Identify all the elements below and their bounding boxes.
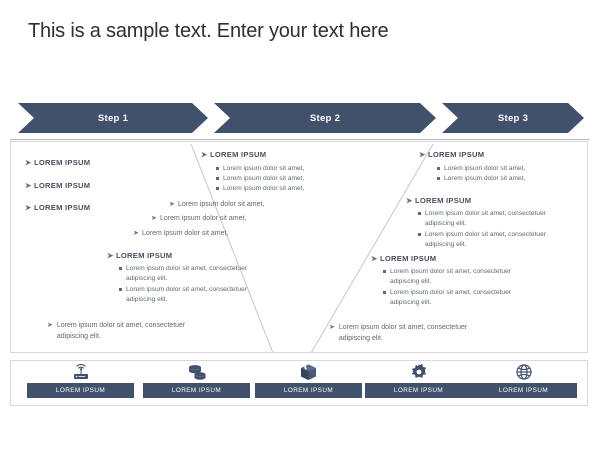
footer-item-2[interactable]: LOREM IPSUM [139, 361, 254, 405]
arrow-bullet-icon: ➤ [25, 203, 32, 212]
block-d-header: ➤LOREM IPSUM [406, 196, 472, 205]
footer-button-2-label: LOREM IPSUM [171, 387, 222, 394]
arrow-bullet-icon: ➤ [25, 181, 32, 190]
square-bullet-icon [216, 167, 219, 171]
stair-line-2: ➤Lorem ipsum dolor sit amet, [151, 215, 247, 222]
step-arrow-1[interactable]: Step 1 [18, 103, 208, 133]
col1-item-3: ➤LOREM IPSUM [25, 203, 91, 212]
globe-icon [466, 362, 581, 382]
square-bullet-icon [418, 212, 421, 216]
square-bullet-icon [437, 177, 440, 181]
block-c-bullet-1: Lorem ipsum dolor sit amet, [437, 164, 525, 174]
footer-button-4-label: LOREM IPSUM [393, 387, 444, 394]
block-e-header: ➤LOREM IPSUM [371, 254, 437, 263]
database-stack-icon [139, 362, 254, 382]
step-arrow-2-label: Step 2 [309, 112, 341, 124]
footer-item-5[interactable]: LOREM IPSUM [466, 361, 581, 405]
footnote-right: ➤Lorem ipsum dolor sit amet, consectetue… [329, 324, 468, 342]
block-b-bullet-2: Lorem ipsum dolor sit amet, consectetuer… [119, 285, 251, 305]
footer-item-3[interactable]: LOREM IPSUM [251, 361, 366, 405]
block-d-bullet-1: Lorem ipsum dolor sit amet, consectetuer… [418, 209, 550, 229]
footer-button-3-label: LOREM IPSUM [283, 387, 334, 394]
footer-icon-strip: LOREM IPSUM LOREM IPSUM [10, 360, 588, 406]
stair-line-1: ➤Lorem ipsum dolor sit amet, [169, 201, 265, 208]
block-a-bullet-3: Lorem ipsum dolor sit amet, [216, 184, 304, 194]
square-bullet-icon [418, 233, 421, 237]
gear-icon [361, 362, 476, 382]
col1-item-2: ➤LOREM IPSUM [25, 181, 91, 190]
square-bullet-icon [216, 187, 219, 191]
arrow-bullet-icon: ➤ [201, 150, 208, 159]
footer-item-1[interactable]: LOREM IPSUM [23, 361, 138, 405]
arrow-bullet-icon: ➤ [25, 158, 32, 167]
step-arrow-2[interactable]: Step 2 [214, 103, 436, 133]
step-arrow-band: Step 1 Step 2 Step 3 [18, 103, 584, 133]
step-arrow-3-label: Step 3 [497, 112, 529, 124]
footer-button-1-label: LOREM IPSUM [55, 387, 106, 394]
col1-item-1: ➤LOREM IPSUM [25, 158, 91, 167]
arrow-bullet-icon: ➤ [371, 254, 378, 263]
footer-button-3[interactable]: LOREM IPSUM [255, 383, 362, 398]
square-bullet-icon [119, 288, 122, 292]
square-bullet-icon [383, 270, 386, 274]
block-c-bullet-2: Lorem ipsum dolor sit amet, [437, 174, 525, 184]
arrow-bullet-icon: ➤ [151, 215, 157, 222]
footer-button-5-label: LOREM IPSUM [498, 387, 549, 394]
arrow-bullet-icon: ➤ [406, 196, 413, 205]
block-a-bullet-2: Lorem ipsum dolor sit amet, [216, 174, 304, 184]
arrow-bullet-icon: ➤ [47, 322, 53, 329]
step-arrow-3[interactable]: Step 3 [442, 103, 584, 133]
content-panel: ➤LOREM IPSUM ➤LOREM IPSUM ➤LOREM IPSUM ➤… [10, 141, 588, 353]
header-divider [10, 139, 590, 140]
block-e-bullet-1: Lorem ipsum dolor sit amet, consectetuer… [383, 267, 515, 287]
arrow-bullet-icon: ➤ [419, 150, 426, 159]
arrow-bullet-icon: ➤ [133, 230, 139, 237]
page-title: This is a sample text. Enter your text h… [28, 20, 389, 42]
stair-line-3: ➤Lorem ipsum dolor sit amet, [133, 230, 229, 237]
package-box-icon [251, 362, 366, 382]
square-bullet-icon [383, 291, 386, 295]
block-d-bullet-2: Lorem ipsum dolor sit amet, consectetuer… [418, 230, 550, 250]
block-b-bullet-1: Lorem ipsum dolor sit amet, consectetuer… [119, 264, 251, 284]
arrow-bullet-icon: ➤ [169, 201, 175, 208]
arrow-bullet-icon: ➤ [107, 251, 114, 260]
footer-button-4[interactable]: LOREM IPSUM [365, 383, 472, 398]
square-bullet-icon [119, 267, 122, 271]
footer-button-1[interactable]: LOREM IPSUM [27, 383, 134, 398]
diagonal-dividers [190, 143, 434, 352]
block-c-header: ➤LOREM IPSUM [419, 150, 485, 159]
wifi-router-icon [23, 362, 138, 382]
square-bullet-icon [437, 167, 440, 171]
square-bullet-icon [216, 177, 219, 181]
block-e-bullet-2: Lorem ipsum dolor sit amet, consectetuer… [383, 288, 515, 308]
footer-button-2[interactable]: LOREM IPSUM [143, 383, 250, 398]
arrow-bullet-icon: ➤ [329, 324, 335, 331]
block-b-header: ➤LOREM IPSUM [107, 251, 173, 260]
block-a-header: ➤LOREM IPSUM [201, 150, 267, 159]
step-arrow-1-label: Step 1 [97, 112, 129, 124]
footer-item-4[interactable]: LOREM IPSUM [361, 361, 476, 405]
footnote-left: ➤Lorem ipsum dolor sit amet, consectetue… [47, 322, 186, 340]
footer-button-5[interactable]: LOREM IPSUM [470, 383, 577, 398]
block-a-bullet-1: Lorem ipsum dolor sit amet, [216, 164, 304, 174]
